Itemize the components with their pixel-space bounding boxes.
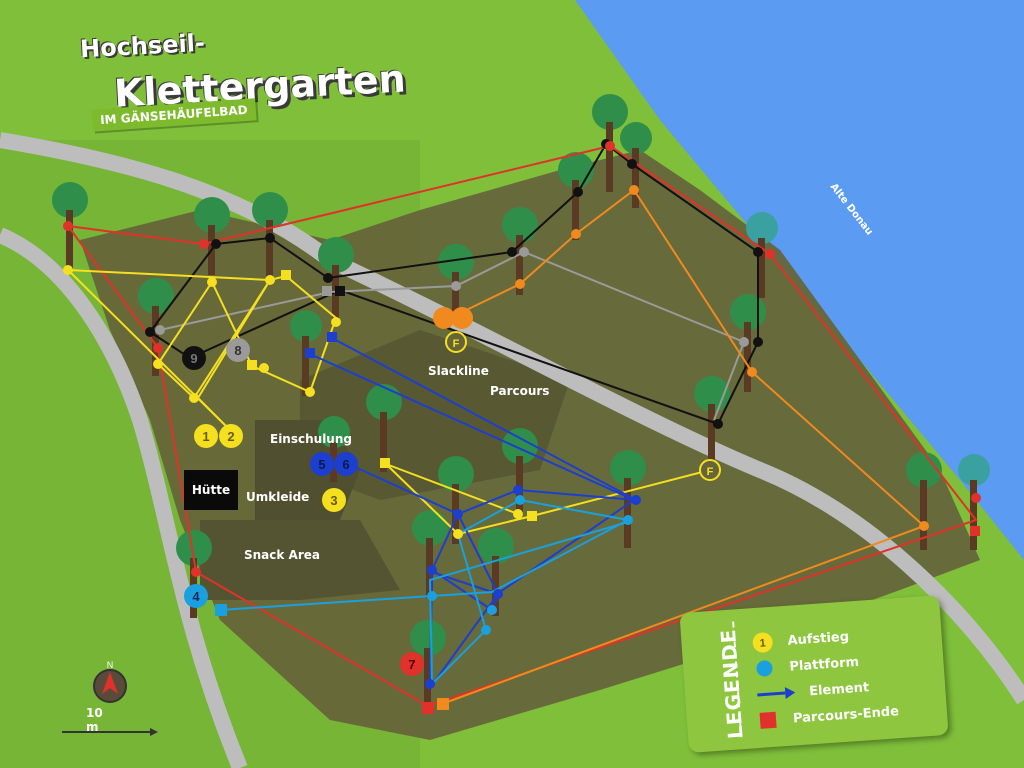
legend-aufstieg-label: Aufstieg	[787, 628, 850, 649]
footpath-upper	[0, 132, 1024, 705]
legend-row-element: Element	[755, 676, 870, 706]
svg-text:9: 9	[190, 351, 197, 366]
legend-row-aufstieg: 1 Aufstieg	[751, 625, 850, 654]
svg-text:7: 7	[408, 657, 415, 672]
aufstieg-icon: 1	[752, 632, 773, 653]
label-umkleide: Umkleide	[246, 490, 310, 504]
hut-label: Hütte	[191, 483, 231, 497]
svg-text:2: 2	[227, 429, 234, 444]
label-einschulung: Einschulung	[270, 432, 352, 446]
label-parcours: Parcours	[490, 384, 550, 398]
legend-ende-label: Parcours-Ende	[792, 703, 900, 727]
svg-text:6: 6	[342, 457, 349, 472]
marker-8: 8	[226, 338, 250, 362]
route-red	[67, 144, 978, 708]
parcours-ende-icon	[759, 711, 777, 729]
marker-9: 9	[182, 346, 206, 370]
svg-text:8: 8	[234, 343, 241, 358]
legend-panel: LEGENDE 1 Aufstieg Plattform Element Par…	[679, 595, 949, 753]
platform-nodes	[63, 139, 981, 714]
svg-text:5: 5	[318, 457, 325, 472]
route-black	[149, 142, 759, 426]
marker-f-north: F	[445, 331, 467, 353]
legend-row-plattform: Plattform	[753, 651, 860, 680]
svg-text:4: 4	[192, 589, 200, 604]
marker-f-east: F	[699, 459, 721, 481]
svg-text:F: F	[707, 466, 714, 478]
label-slackline: Slackline	[428, 364, 489, 378]
trees	[52, 94, 990, 708]
marker-5: 5	[310, 452, 334, 476]
scale-bar	[62, 728, 158, 736]
label-snack-area: Snack Area	[244, 548, 320, 562]
svg-text:3: 3	[330, 493, 337, 508]
svg-text:F: F	[453, 338, 460, 350]
hut-building: Hütte	[184, 470, 238, 510]
legend-row-ende: Parcours-Ende	[756, 700, 899, 732]
svg-text:N: N	[107, 660, 114, 670]
marker-4: 4	[184, 584, 208, 608]
marker-1: 1	[194, 424, 218, 448]
legend-element-label: Element	[808, 679, 870, 699]
element-arrow-icon	[757, 687, 796, 700]
marker-2: 2	[219, 424, 243, 448]
marker-3: 3	[322, 488, 346, 512]
marker-6: 6	[334, 452, 358, 476]
plattform-icon	[756, 660, 773, 677]
compass-icon: N	[93, 660, 127, 703]
legend-plattform-label: Plattform	[788, 654, 860, 675]
svg-text:1: 1	[202, 429, 209, 444]
marker-7: 7	[400, 652, 424, 676]
scale-label: 10 m	[86, 706, 103, 734]
footpath-left	[0, 227, 248, 768]
marker-orange-pair	[433, 307, 473, 329]
legend-title: LEGENDE	[715, 627, 748, 740]
route-grey	[159, 250, 746, 421]
svg-text:1: 1	[759, 637, 766, 649]
